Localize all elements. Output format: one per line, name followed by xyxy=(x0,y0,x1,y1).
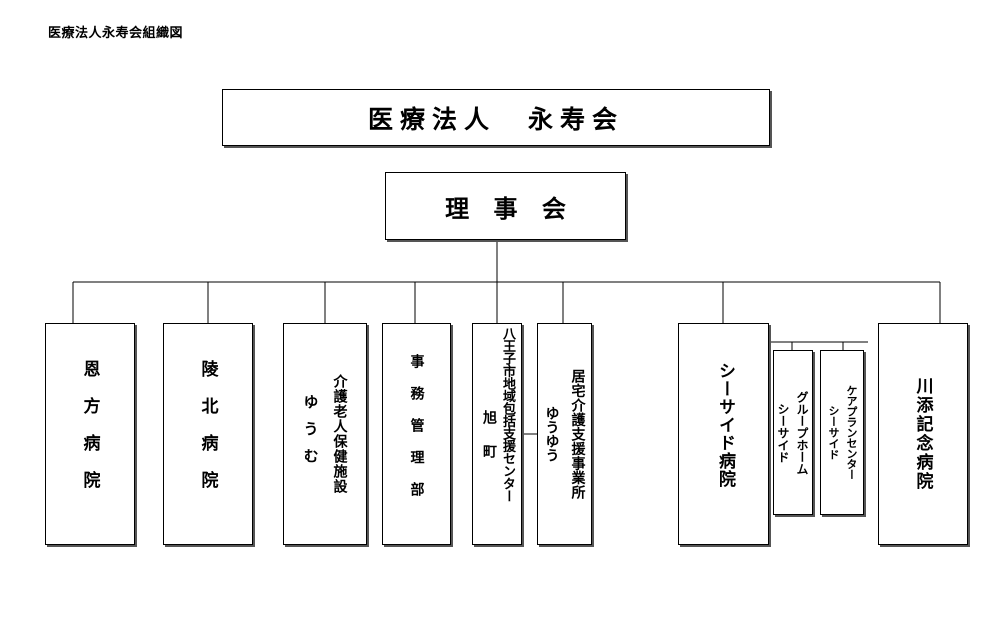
unit-careplan-seaside: ケアプランセンター シーサイド xyxy=(820,350,864,515)
unit-jimu-label: 事務管理部 xyxy=(408,354,425,514)
unit-ryohoku-hospital: 陵北病院 xyxy=(163,323,253,545)
root-label: 医療法人 永寿会 xyxy=(367,104,624,134)
unit-seaside-hospital: シーサイド病院 xyxy=(678,323,769,545)
unit-grouphome-line1: グループホーム xyxy=(795,390,809,475)
board-label: 理 事 会 xyxy=(445,194,566,223)
unit-yuumu-line2: ゆうむ xyxy=(301,393,320,475)
unit-ryohoku-label: 陵北病院 xyxy=(197,360,218,508)
unit-kawazoe-hospital: 川添記念病院 xyxy=(878,323,968,545)
unit-kawazoe-label: 川添記念病院 xyxy=(912,377,933,491)
unit-grouphome-seaside: グループホーム シーサイド xyxy=(773,350,813,515)
unit-asahi-line2: 旭町 xyxy=(481,410,497,478)
unit-careplan-line2: シーサイド xyxy=(827,405,840,460)
unit-yuumu-facility: 介護老人保健施設 ゆうむ xyxy=(283,323,367,545)
unit-grouphome-line2: シーサイド xyxy=(776,402,790,463)
unit-asahi-center: 八王子市地域包括支援センター 旭町 xyxy=(472,323,522,545)
unit-onkata-hospital: 恩方病院 xyxy=(45,323,135,545)
unit-careplan-line1: ケアプランセンター xyxy=(845,385,858,480)
unit-kyotaku-office: 居宅介護支援事業所 ゆうゆう xyxy=(537,323,592,545)
unit-jimu-department: 事務管理部 xyxy=(382,323,451,545)
unit-yuumu-line1: 介護老人保健施設 xyxy=(331,374,348,494)
root-box: 医療法人 永寿会 xyxy=(222,89,770,146)
chart-caption: 医療法人永寿会組織図 xyxy=(48,26,184,41)
board-box: 理 事 会 xyxy=(385,172,626,240)
unit-asahi-line1: 八王子市地域包括支援センター xyxy=(500,327,515,502)
unit-seaside-label: シーサイド病院 xyxy=(715,362,735,488)
unit-kyotaku-line1: 居宅介護支援事業所 xyxy=(569,368,586,500)
unit-onkata-label: 恩方病院 xyxy=(79,360,100,508)
unit-kyotaku-line2: ゆうゆう xyxy=(543,406,560,462)
